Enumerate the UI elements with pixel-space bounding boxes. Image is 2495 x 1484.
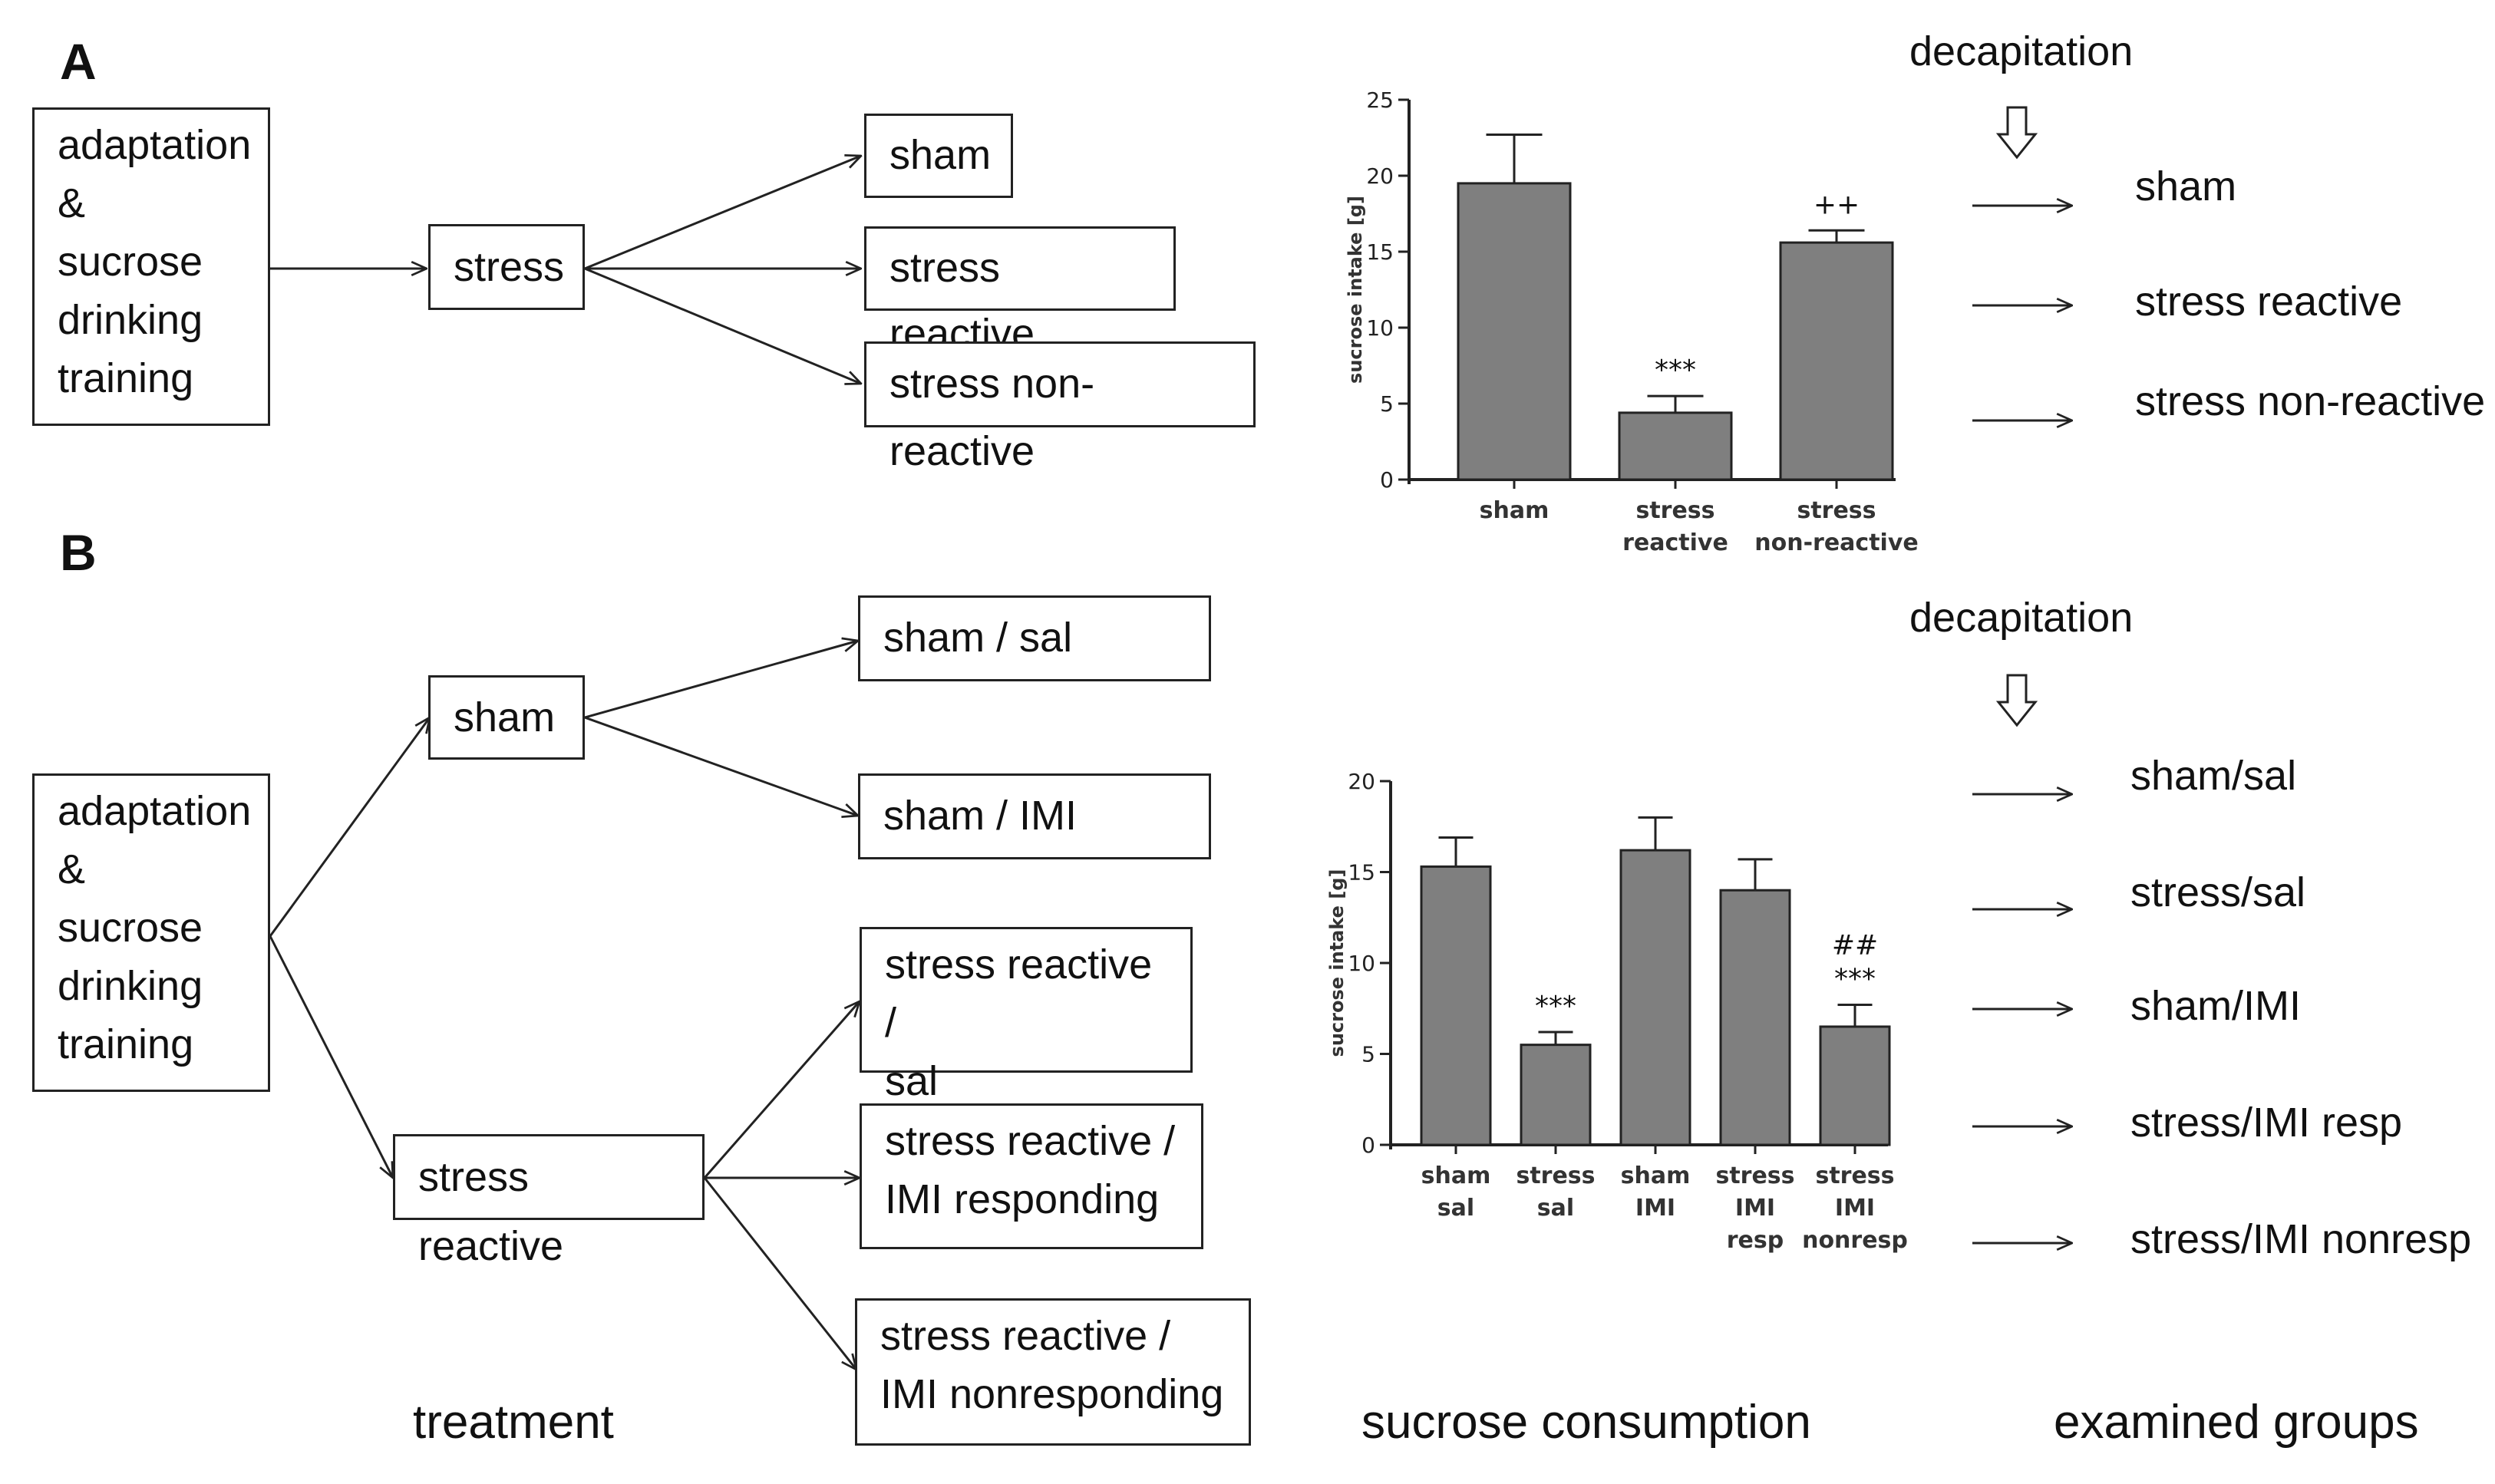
arrow-a-stress-to-sham xyxy=(584,156,861,270)
x-category-label: nonresp xyxy=(1802,1227,1908,1254)
bar xyxy=(1719,889,1791,1146)
y-tick-label: 10 xyxy=(1348,951,1375,976)
panel-b-group-stress-sal: stress/sal xyxy=(2130,869,2306,915)
panel-a-outcome-stress-reactive: stress reactive xyxy=(864,226,1176,357)
hollow-down-arrow-icon xyxy=(1995,674,2038,727)
panel-b-decapitation-label: decapitation xyxy=(1909,595,2134,641)
y-tick-label: 10 xyxy=(1366,315,1394,341)
panel-b-sham-box: sham xyxy=(428,675,585,760)
panel-b-group-sham-imi: sham/IMI xyxy=(2130,983,2302,1029)
panel-a-group-stress-reactive: stress reactive xyxy=(2135,279,2403,325)
significance-label: *** xyxy=(1834,964,1876,995)
panel-b-outcome-stress-imi-nonresp: stress reactive / IMI nonresponding xyxy=(855,1298,1251,1446)
y-tick-label: 20 xyxy=(1366,163,1394,189)
arrow-b-sham-to-sal xyxy=(584,641,858,719)
x-category-label: stress xyxy=(1815,1162,1894,1189)
arrow-b-stress-to-nonresp xyxy=(703,1177,856,1370)
bar xyxy=(1420,865,1492,1146)
panel-a-group-sham: sham xyxy=(2135,163,2237,209)
arrow-b-start-to-stress xyxy=(269,935,393,1178)
x-category-label: stress xyxy=(1797,497,1876,524)
panel-b-group-stress-imi-resp: stress/IMI resp xyxy=(2130,1100,2403,1146)
significance-label: *** xyxy=(1655,355,1696,386)
panel-a-start-box: adaptation & sucrose drinking training xyxy=(32,107,270,426)
x-category-label: sal xyxy=(1437,1195,1474,1222)
y-tick-label: 15 xyxy=(1366,239,1394,265)
bar xyxy=(1819,1025,1891,1146)
x-category-label: IMI xyxy=(1835,1195,1875,1222)
panel-a-group-stress-nonreactive: stress non-reactive xyxy=(2135,378,2486,424)
panel-a-outcome-stress-nonreactive: stress non-reactive xyxy=(864,341,1256,474)
significance-label: ++ xyxy=(1813,189,1860,220)
significance-label: *** xyxy=(1535,991,1576,1022)
x-category-label: non-reactive xyxy=(1754,529,1918,556)
bar xyxy=(1457,182,1572,481)
bar xyxy=(1618,411,1733,481)
y-tick-label: 5 xyxy=(1361,1042,1375,1067)
x-category-label: resp xyxy=(1727,1227,1784,1254)
y-tick-label: 15 xyxy=(1348,860,1375,885)
x-category-label: sham xyxy=(1621,1162,1691,1189)
arrow-b-sham-to-imi xyxy=(584,716,858,816)
x-category-label: IMI xyxy=(1735,1195,1775,1222)
panel-a-decapitation-label: decapitation xyxy=(1909,28,2134,74)
x-category-label: IMI xyxy=(1635,1195,1675,1222)
chart-a-sucrose-intake: 0 5 10 15 20 25 sucrose intake [g] sham stress re… xyxy=(1345,87,1919,556)
panel-b-group-sham-sal: sham/sal xyxy=(2130,753,2297,799)
panel-b-outcome-stress-sal: stress reactive / sal xyxy=(860,927,1193,1104)
caption-examined-groups: examined groups xyxy=(2054,1396,2419,1449)
bar xyxy=(1520,1044,1592,1146)
y-tick-label: 0 xyxy=(1380,467,1394,493)
panel-b-group-stress-imi-nonresp: stress/IMI nonresp xyxy=(2130,1216,2472,1262)
y-tick-label: 20 xyxy=(1348,769,1375,794)
y-axis-label: sucrose intake [g] xyxy=(1345,196,1366,384)
x-category-label: reactive xyxy=(1622,529,1728,556)
arrow-b-start-to-sham xyxy=(269,717,430,937)
bar xyxy=(1619,849,1691,1146)
y-tick-label: 25 xyxy=(1366,87,1394,113)
arrow-b-stress-to-sal xyxy=(703,1001,860,1179)
panel-b-group-arrows xyxy=(1972,794,2072,1243)
x-category-label: stress xyxy=(1715,1162,1794,1189)
panel-a-stress-box: stress xyxy=(428,224,585,310)
x-category-label: stress xyxy=(1635,497,1714,524)
x-category-label: sal xyxy=(1537,1195,1574,1222)
panel-b-outcome-stress-imi-resp: stress reactive / IMI responding xyxy=(860,1103,1203,1249)
caption-sucrose-consumption: sucrose consumption xyxy=(1361,1396,1811,1449)
panel-b-connectors xyxy=(269,641,860,1370)
panel-a-letter: A xyxy=(60,33,97,90)
panel-b-outcome-sham-imi: sham / IMI xyxy=(858,773,1211,859)
panel-b-stress-reactive-box: stress reactive xyxy=(393,1134,705,1269)
x-category-label: sham xyxy=(1421,1162,1491,1189)
panel-a-outcome-sham: sham xyxy=(864,114,1013,198)
panel-b-letter: B xyxy=(60,524,97,581)
y-tick-label: 5 xyxy=(1380,391,1394,417)
hollow-down-arrow-icon xyxy=(1995,106,2038,160)
panel-b-outcome-sham-sal: sham / sal xyxy=(858,595,1211,681)
panel-a-connectors xyxy=(270,156,861,384)
significance-label: ## xyxy=(1832,930,1878,961)
y-tick-label: 0 xyxy=(1361,1133,1375,1158)
y-axis-label: sucrose intake [g] xyxy=(1326,869,1348,1057)
arrow-a-stress-to-nonreactive xyxy=(584,267,861,384)
panel-b-start-box: adaptation & sucrose drinking training xyxy=(32,773,270,1092)
panel-a-group-arrows xyxy=(1972,206,2072,420)
caption-treatment: treatment xyxy=(413,1396,614,1449)
x-category-label: sham xyxy=(1480,497,1549,524)
x-category-label: stress xyxy=(1516,1162,1595,1189)
bar xyxy=(1779,241,1894,481)
